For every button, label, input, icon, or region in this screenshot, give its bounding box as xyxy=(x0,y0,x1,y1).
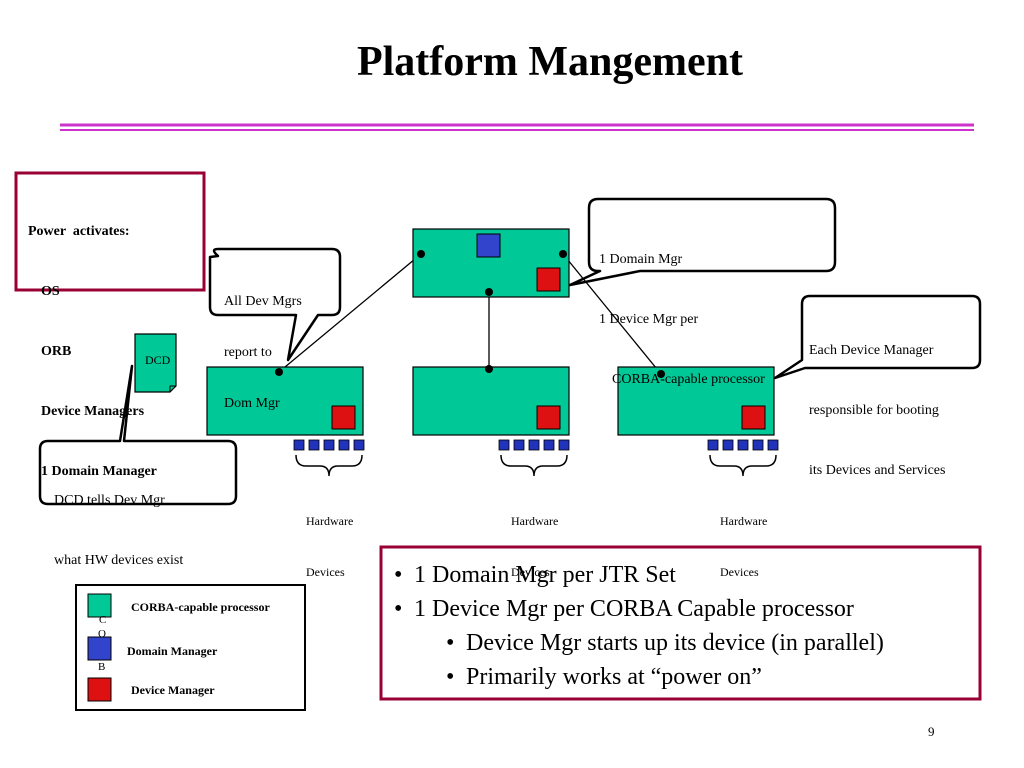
device-manager-square-top xyxy=(536,267,561,292)
hw-group-right xyxy=(707,439,779,477)
link-left xyxy=(278,253,422,373)
domain-mgr-line-3: CORBA-capable processor xyxy=(612,372,765,387)
dcd-tells-callout xyxy=(38,364,238,506)
all-dev-mgrs-line-1: All Dev Mgrs xyxy=(224,294,302,309)
dcd-tells-line-1: DCD tells Dev Mgr xyxy=(54,493,165,508)
each-dm-line-3: its Devices and Services xyxy=(809,463,946,478)
power-line-2: OS xyxy=(41,284,60,299)
legend-stray-b: B xyxy=(98,661,106,673)
domain-mgr-callout xyxy=(568,197,837,287)
domain-manager-square xyxy=(476,233,501,258)
bullet-item-2: • 1 Device Mgr per CORBA Capable process… xyxy=(394,592,884,626)
each-dm-line-1: Each Device Manager xyxy=(809,343,934,358)
hw-label-center-line-2: Devices xyxy=(511,565,550,579)
device-manager-square-center xyxy=(536,405,561,430)
legend-domain-label: Domain Manager xyxy=(127,644,218,658)
all-dev-mgrs-callout xyxy=(208,247,342,362)
bullet-subitem-2: • Primarily works at “power on” xyxy=(394,660,884,694)
legend-corba-label: CORBA-capable processor xyxy=(131,600,270,614)
hw-label-right-line-1: Hardware xyxy=(720,514,768,528)
dcd-document xyxy=(134,333,177,393)
bullet-dot: • xyxy=(446,664,455,690)
power-line-1: Power activates: xyxy=(28,224,130,239)
bullet-subtext-2: Primarily works at “power on” xyxy=(466,664,762,690)
bullet-text-2: 1 Device Mgr per CORBA Capable processor xyxy=(414,596,854,622)
bullets-box xyxy=(379,545,982,701)
all-dev-mgrs-line-2: report to xyxy=(224,345,272,360)
all-dev-mgrs-line-3: Dom Mgr xyxy=(224,396,280,411)
legend-corba-swatch xyxy=(87,593,112,618)
bullet-text-1: 1 Domain Mgr per JTR Set xyxy=(414,562,676,588)
each-device-manager-text: Each Device Manager responsible for boot… xyxy=(809,301,945,501)
domain-mgr-text: 1 Domain Mgr 1 Device Mgr per CORBA-capa… xyxy=(599,210,765,410)
hw-label-right: Hardware Devices xyxy=(720,479,767,598)
hw-group-center xyxy=(498,439,570,477)
legend-device-label: Device Manager xyxy=(131,683,215,697)
bullet-list: • 1 Domain Mgr per JTR Set • 1 Device Mg… xyxy=(394,558,884,694)
hw-label-left-line-1: Hardware xyxy=(306,514,354,528)
hw-label-center: Hardware Devices xyxy=(511,479,558,598)
power-line-5: 1 Domain Manager xyxy=(41,464,157,479)
bullet-subtext-1: Device Mgr starts up its device (in para… xyxy=(466,630,884,656)
bullet-dot: • xyxy=(394,562,403,588)
bullet-subitem-1: • Device Mgr starts up its device (in pa… xyxy=(394,626,884,660)
power-callout-text: Power activates: OS ORB Device Managers … xyxy=(28,182,157,502)
link-right xyxy=(562,253,662,375)
power-callout-box xyxy=(14,171,206,292)
bullet-dot: • xyxy=(446,630,455,656)
legend-device-swatch xyxy=(87,677,112,702)
dcd-tells-line-2: what HW devices exist xyxy=(54,553,184,568)
bullet-item-1: • 1 Domain Mgr per JTR Set xyxy=(394,558,884,592)
each-dm-line-2: responsible for booting xyxy=(809,403,939,418)
legend-stray-c: C xyxy=(99,614,107,626)
domain-mgr-line-2: 1 Device Mgr per xyxy=(599,312,699,327)
page-title: Platform Mangement xyxy=(356,39,744,85)
legend-stray-o: O xyxy=(98,628,106,640)
power-line-3: ORB xyxy=(41,344,72,359)
page-number: 9 xyxy=(928,724,935,739)
device-manager-square-right xyxy=(741,405,766,430)
hw-label-right-line-2: Devices xyxy=(720,565,759,579)
all-dev-mgrs-text: All Dev Mgrs report to Dom Mgr xyxy=(224,259,302,429)
domain-mgr-line-1: 1 Domain Mgr xyxy=(599,252,683,267)
hw-label-center-line-1: Hardware xyxy=(511,514,559,528)
bullet-dot: • xyxy=(394,596,403,622)
each-device-manager-callout xyxy=(773,294,982,380)
hw-group-left xyxy=(293,439,365,477)
device-manager-square-left xyxy=(331,405,356,430)
dcd-label: DCD xyxy=(145,353,171,367)
power-line-4: Device Managers xyxy=(41,404,145,419)
dcd-tells-text: DCD tells Dev Mgr what HW devices exist xyxy=(54,451,183,591)
hw-label-left-line-2: Devices xyxy=(306,565,345,579)
legend-box xyxy=(75,584,306,711)
legend-domain-swatch xyxy=(87,636,112,661)
hw-label-left: Hardware Devices xyxy=(306,479,353,598)
